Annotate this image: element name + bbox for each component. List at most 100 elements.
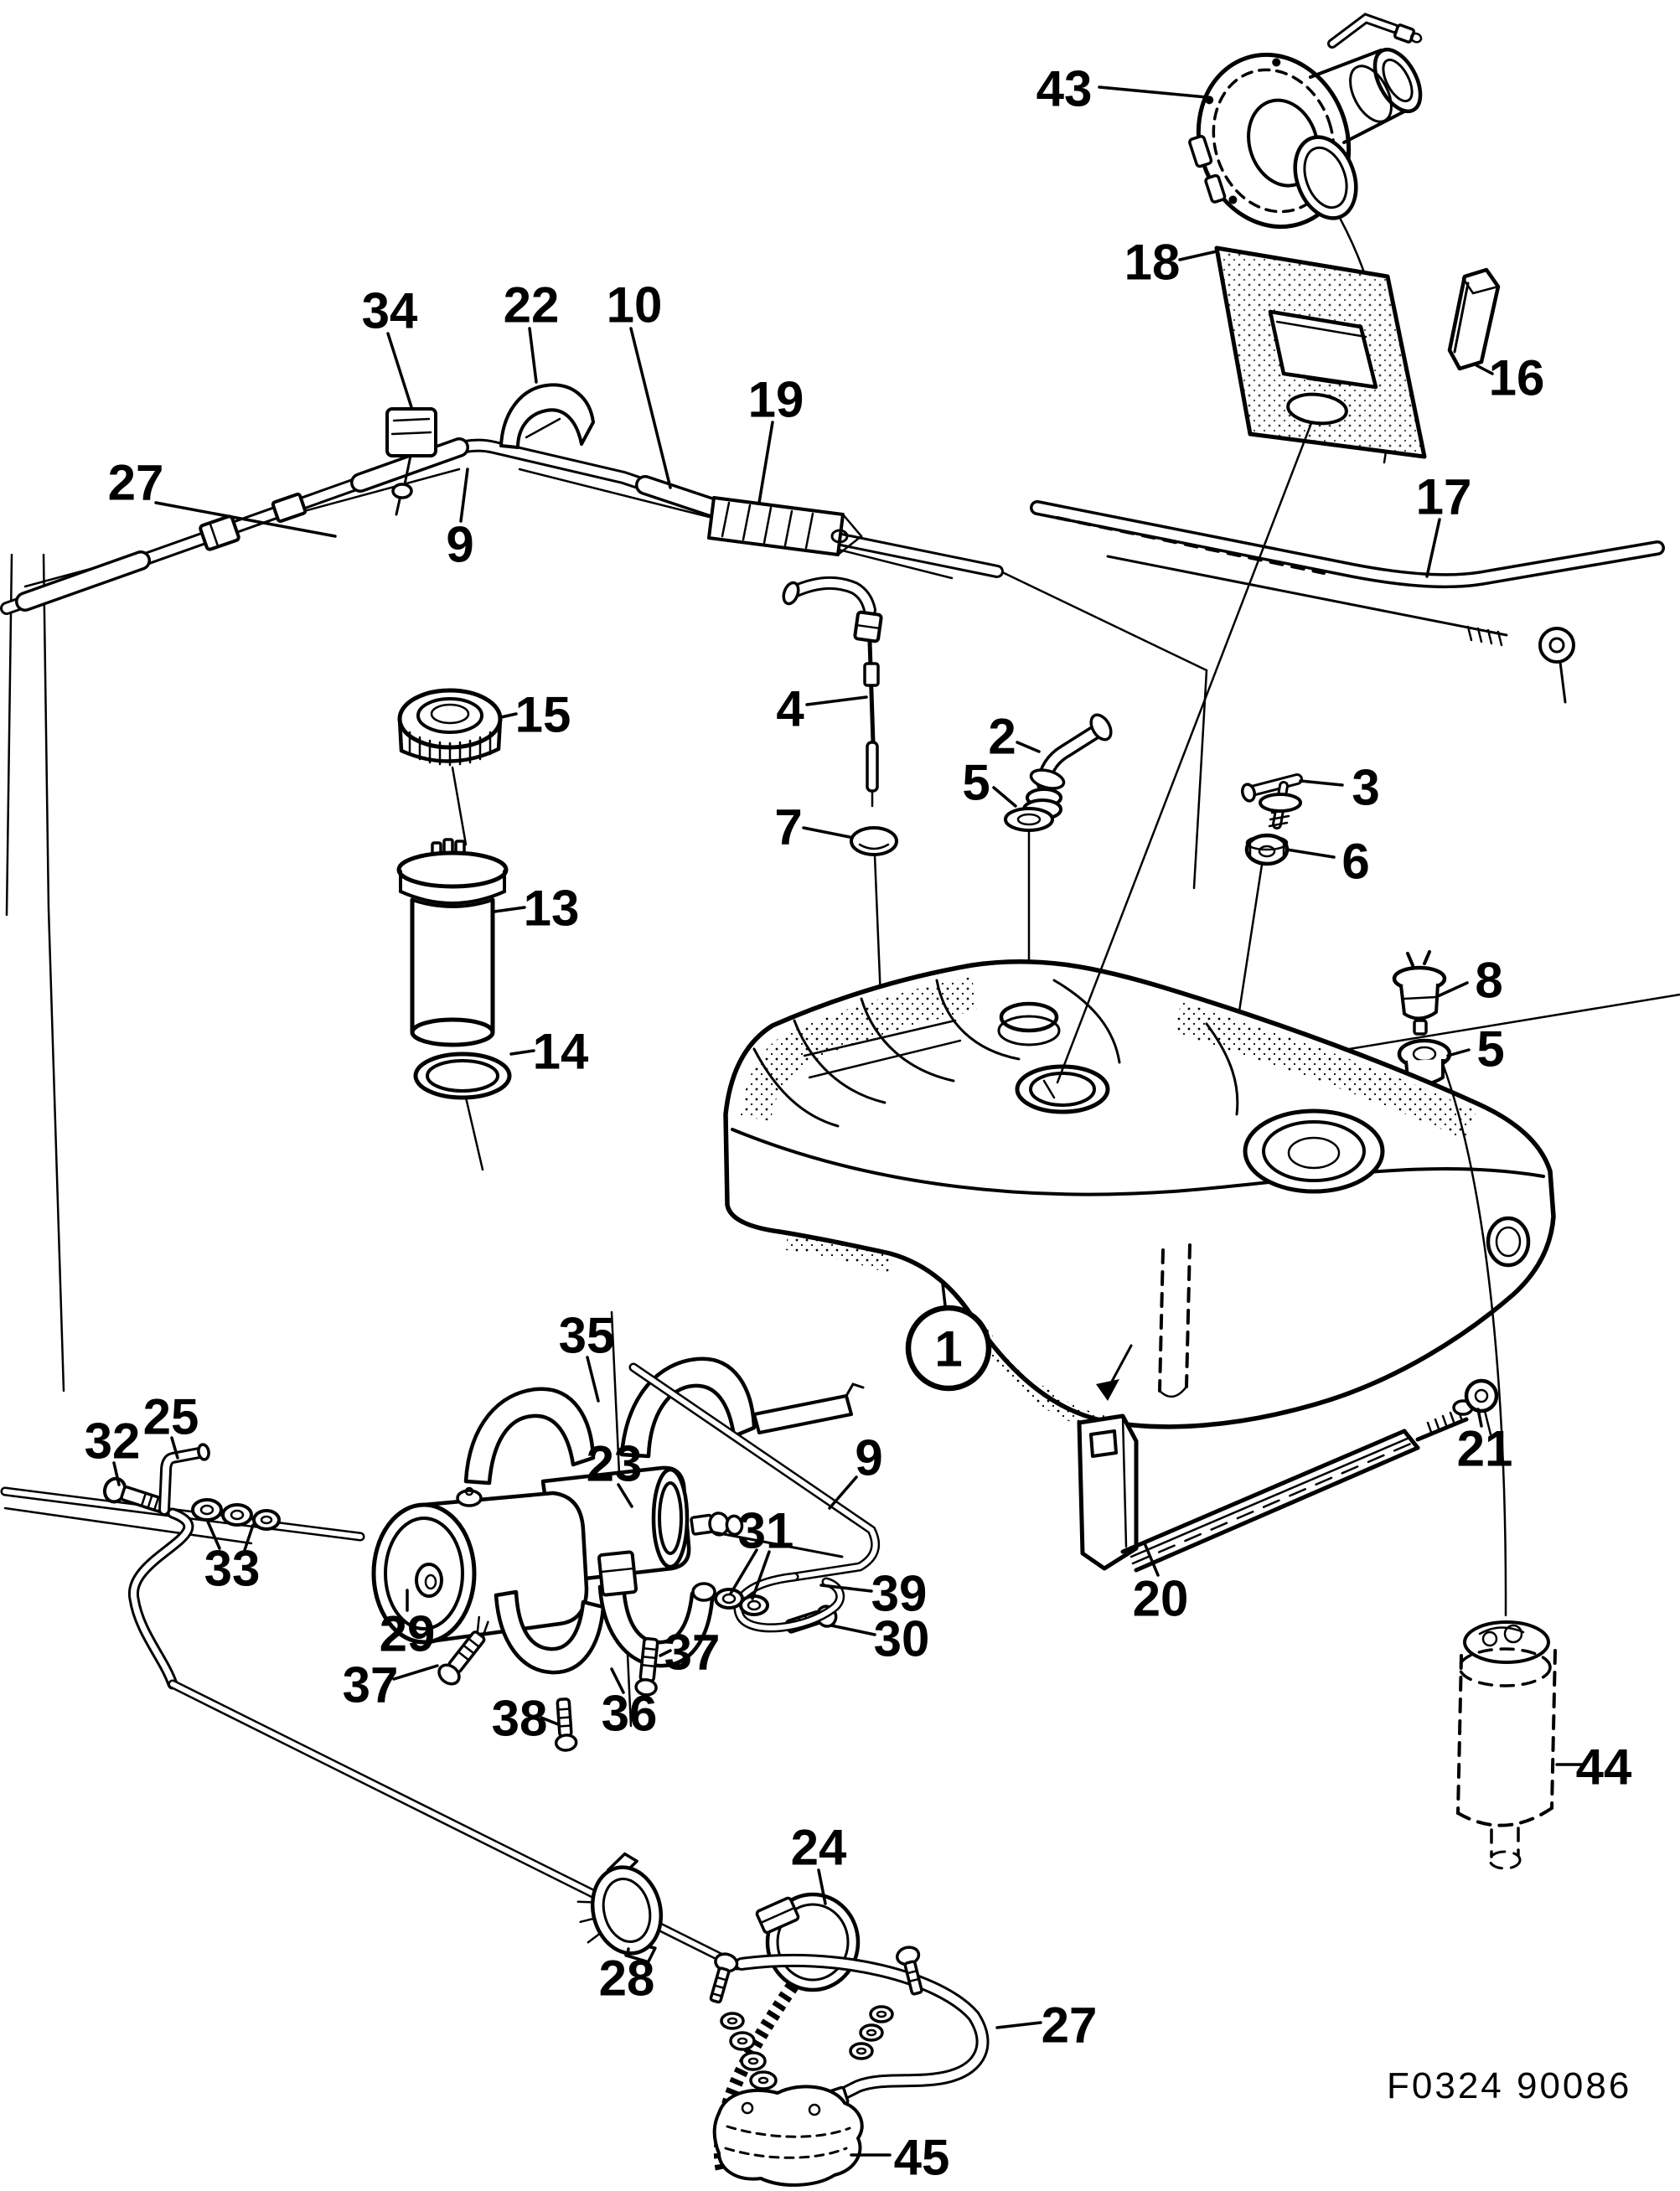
callout-21: 21 bbox=[1457, 1408, 1513, 1477]
fuel-filter-44 bbox=[1456, 1620, 1557, 1870]
callouts-layer: 1234556789910131415161718192021222324252… bbox=[85, 61, 1632, 2186]
filler-neck bbox=[997, 1001, 1061, 1046]
callout-16: 16 bbox=[1475, 350, 1545, 406]
clip-34 bbox=[385, 407, 437, 516]
callout-5: 5 bbox=[962, 755, 1017, 811]
callout-34: 34 bbox=[362, 283, 418, 409]
callout-1: 1 bbox=[905, 1282, 992, 1392]
callout-43: 43 bbox=[1036, 61, 1208, 117]
callout-31: 31 bbox=[729, 1503, 794, 1600]
callout-13: 13 bbox=[493, 881, 580, 937]
svg-text:7: 7 bbox=[774, 799, 802, 855]
grommet-7 bbox=[850, 826, 898, 1041]
pipe-union bbox=[271, 492, 308, 524]
callout-5b: 5 bbox=[1446, 1021, 1505, 1077]
svg-text:16: 16 bbox=[1489, 350, 1545, 406]
pump-13 bbox=[396, 838, 509, 1047]
svg-text:15: 15 bbox=[515, 687, 571, 743]
svg-text:20: 20 bbox=[1133, 1571, 1189, 1627]
callout-45: 45 bbox=[850, 2130, 949, 2186]
svg-text:38: 38 bbox=[492, 1691, 548, 1747]
svg-text:3: 3 bbox=[1352, 760, 1379, 816]
callout-18: 18 bbox=[1124, 235, 1218, 291]
callout-9: 9 bbox=[446, 468, 474, 573]
callout-28: 28 bbox=[599, 1947, 655, 2007]
svg-text:14: 14 bbox=[533, 1024, 589, 1080]
svg-text:21: 21 bbox=[1457, 1421, 1513, 1477]
svg-text:4: 4 bbox=[776, 681, 804, 737]
callout-44: 44 bbox=[1555, 1739, 1632, 1796]
svg-text:43: 43 bbox=[1036, 61, 1093, 117]
screw-washer-set-right bbox=[895, 1946, 923, 1996]
svg-text:22: 22 bbox=[504, 277, 560, 333]
callout-9b: 9 bbox=[828, 1430, 883, 1510]
vent-pipe-assembly bbox=[0, 383, 1004, 615]
callout-32: 32 bbox=[85, 1413, 140, 1486]
right-opening bbox=[1243, 1108, 1385, 1194]
callout-3: 3 bbox=[1299, 760, 1380, 816]
svg-text:2: 2 bbox=[988, 709, 1016, 765]
gauge-rod-4 bbox=[782, 576, 898, 1041]
callout-33: 33 bbox=[204, 1520, 260, 1597]
svg-text:5: 5 bbox=[962, 755, 990, 811]
washers-31 bbox=[691, 1582, 769, 1616]
svg-text:25: 25 bbox=[143, 1389, 199, 1445]
svg-text:1: 1 bbox=[934, 1321, 962, 1377]
svg-text:31: 31 bbox=[738, 1503, 794, 1559]
svg-text:34: 34 bbox=[362, 283, 418, 339]
callout-29: 29 bbox=[380, 1589, 435, 1662]
svg-text:17: 17 bbox=[1416, 469, 1472, 525]
rollover-valve-8 bbox=[1392, 950, 1447, 1036]
callout-14: 14 bbox=[509, 1024, 589, 1080]
callout-2: 2 bbox=[988, 709, 1041, 765]
screw-37-left bbox=[437, 1615, 489, 1686]
callout-27: 27 bbox=[108, 455, 337, 538]
screw-38 bbox=[554, 1698, 578, 1752]
spacer-16 bbox=[1447, 267, 1501, 371]
screw-37-right bbox=[634, 1636, 659, 1697]
svg-text:24: 24 bbox=[791, 1820, 847, 1876]
svg-text:39: 39 bbox=[871, 1566, 928, 1622]
sender-opening bbox=[1015, 1064, 1110, 1114]
callout-23: 23 bbox=[587, 1436, 643, 1508]
callout-20: 20 bbox=[1133, 1542, 1189, 1627]
callout-22: 22 bbox=[504, 277, 560, 384]
vent-pipe-17 bbox=[1030, 500, 1665, 589]
svg-text:28: 28 bbox=[599, 1951, 655, 2007]
svg-text:44: 44 bbox=[1576, 1739, 1632, 1796]
svg-text:18: 18 bbox=[1124, 235, 1181, 291]
svg-text:19: 19 bbox=[748, 372, 804, 428]
fuel-tank bbox=[723, 959, 1556, 1431]
svg-text:37: 37 bbox=[343, 1657, 399, 1713]
bracket-45 bbox=[712, 2085, 864, 2187]
clip-22 bbox=[499, 383, 595, 449]
callout-24: 24 bbox=[791, 1820, 847, 1905]
strap-fastener-21 bbox=[1452, 1378, 1499, 1439]
svg-text:23: 23 bbox=[587, 1436, 643, 1492]
callout-30: 30 bbox=[830, 1611, 929, 1667]
svg-text:13: 13 bbox=[524, 881, 580, 937]
side-port bbox=[1486, 1216, 1531, 1268]
pump-filter-cluster bbox=[0, 1310, 881, 1971]
svg-text:6: 6 bbox=[1341, 834, 1369, 890]
cap-15 bbox=[397, 688, 503, 767]
pump-29 bbox=[371, 1486, 589, 1645]
fitting-3 bbox=[1222, 773, 1303, 1116]
callout-10: 10 bbox=[607, 277, 672, 489]
clamp-28 bbox=[576, 1852, 664, 1964]
callout-19: 19 bbox=[748, 372, 804, 504]
svg-text:10: 10 bbox=[607, 277, 663, 333]
elbow-2 bbox=[1004, 713, 1113, 1004]
mounting-reference-lines bbox=[1056, 421, 1507, 1617]
clamp-upper-35 bbox=[463, 1356, 865, 1486]
svg-text:36: 36 bbox=[602, 1686, 658, 1742]
tank-strap-20 bbox=[1077, 1378, 1499, 1573]
screw-washer-set-left bbox=[709, 1952, 739, 2004]
callout-35: 35 bbox=[559, 1308, 614, 1403]
svg-text:5: 5 bbox=[1476, 1021, 1504, 1077]
callout-8: 8 bbox=[1436, 953, 1503, 1009]
callout-7: 7 bbox=[774, 799, 851, 855]
shield-plate-18 bbox=[1214, 245, 1427, 459]
